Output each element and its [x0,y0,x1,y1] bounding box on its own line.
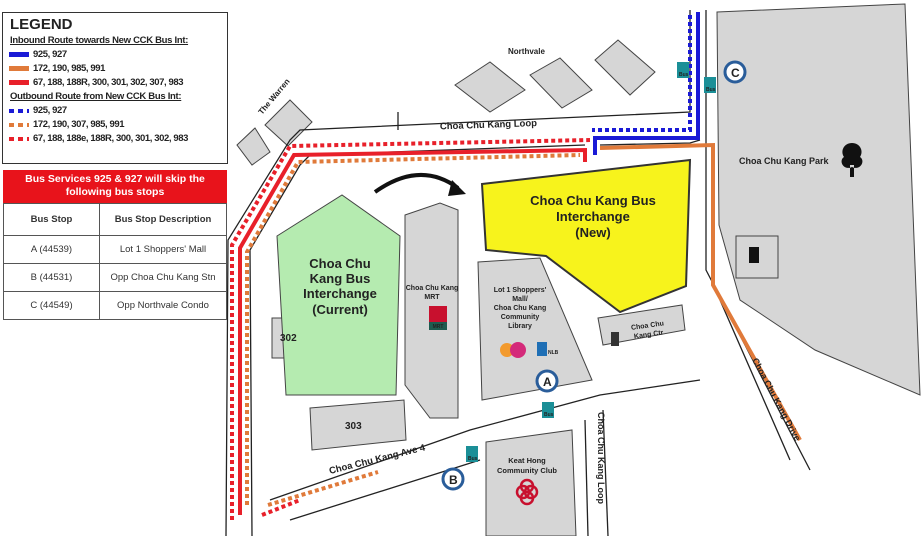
skip-notice-banner: Bus Services 925 & 927 will skip the fol… [3,170,227,203]
bus-stop-icon: Bus [542,402,554,418]
nlb-label: NLB [548,350,559,356]
cck-centre-building [597,304,686,346]
block-303 [309,399,407,451]
svg-text:Choa Chu Kang: Choa Chu Kang [494,305,547,312]
mrt-icon [429,306,447,330]
outbound-red-route [230,138,591,520]
northvale-block [529,57,593,109]
inbound-orange-route [599,142,802,441]
table-row: B (44531)Opp Choa Chu Kang Stn [3,263,227,292]
legend-item: 925, 927 [9,49,227,60]
outbound-blue-route [592,15,692,132]
svg-text:Community Club: Community Club [497,466,557,475]
svg-text:C: C [731,66,740,80]
outbound-orange-route [245,153,581,505]
svg-text:Library: Library [508,323,532,330]
bus-stop-icon: Bus [677,62,689,78]
svg-text:Interchange: Interchange [556,209,630,224]
fuel-icon [749,247,759,263]
stop-marker-a[interactable]: A [535,369,559,393]
svg-text:A: A [543,375,552,389]
svg-text:Community: Community [501,314,540,321]
table-row: C (44549)Opp Northvale Condo [3,291,227,320]
legend-title: LEGEND [10,16,73,33]
svg-text:B: B [449,473,458,487]
bus-stop-icon: Bus [704,77,716,93]
warren-block [236,127,271,166]
stop-marker-b[interactable]: B [441,467,465,491]
label-302: 302 [280,333,297,344]
stop-marker-c[interactable]: C [723,60,747,84]
svg-text:(New): (New) [575,225,610,240]
bus-stop-icon: Bus [466,446,478,462]
nlb-logo [537,342,547,356]
svg-text:Mall/: Mall/ [512,296,528,303]
onepa-logo [500,342,526,358]
relocation-arrow [373,173,460,194]
outbound-heading: Outbound Route from New CCK Bus Int: [10,91,182,102]
building-icon [611,332,619,346]
tree-icon [841,143,863,177]
lot1-building [477,257,593,401]
svg-text:Lot 1 Shoppers': Lot 1 Shoppers' [494,287,547,294]
label-cck-park: Choa Chu Kang Park [739,156,830,166]
label-northvale: Northvale [508,47,545,56]
svg-text:MRT: MRT [424,294,440,301]
new-interchange [480,158,692,314]
warren-block [264,99,313,147]
label-cck-loop-bottom: Choa Chu Kang Loop [596,412,606,504]
svg-text:(Current): (Current) [312,302,368,317]
svg-text:Choa Chu: Choa Chu [309,256,370,271]
inbound-heading: Inbound Route towards New CCK Bus Int: [10,35,189,46]
legend-item: 67, 188, 188e, 188R, 300, 301, 302, 983 [9,133,227,144]
svg-text:Bus: Bus [679,72,689,78]
northvale-block [594,39,656,96]
svg-text:Bus: Bus [468,456,478,462]
legend: LEGEND Inbound Route towards New CCK Bus… [2,12,228,164]
svg-text:Keat Hong: Keat Hong [508,456,546,465]
svg-text:Choa Chu Kang: Choa Chu Kang [406,285,459,292]
svg-text:Choa Chu Kang Bus: Choa Chu Kang Bus [530,193,656,208]
svg-text:Bus: Bus [544,412,554,418]
keat-hong-logo [515,478,539,506]
label-303: 303 [345,421,362,432]
choa-chu-kang-park [716,3,921,396]
northvale-block [454,61,526,113]
inbound-red-route [238,147,587,515]
legend-item: 172, 190, 985, 991 [9,63,227,74]
current-interchange [276,194,401,396]
legend-item: 67, 188, 188R, 300, 301, 302, 307, 983 [9,77,227,88]
svg-text:Choa Chu: Choa Chu [631,320,665,332]
outbound-orange-ave4 [267,470,379,507]
svg-text:Interchange: Interchange [303,286,377,301]
label-cck-loop-top: Choa Chu Kang Loop [440,118,538,132]
svg-text:Kang Ctr: Kang Ctr [634,329,665,340]
svg-text:MRT: MRT [433,324,444,330]
lot1-label: Lot 1 Shoppers' Mall/Choa Chu KangCommuni… [494,287,547,330]
svg-text:Bus: Bus [706,87,716,93]
svg-text:Kang Bus: Kang Bus [310,271,371,286]
legend-item: 172, 190, 307, 985, 991 [9,119,227,130]
legend-item: 925, 927 [9,105,227,116]
table-row: A (44539)Lot 1 Shoppers' Mall [3,235,227,264]
inbound-blue-route [593,12,700,155]
